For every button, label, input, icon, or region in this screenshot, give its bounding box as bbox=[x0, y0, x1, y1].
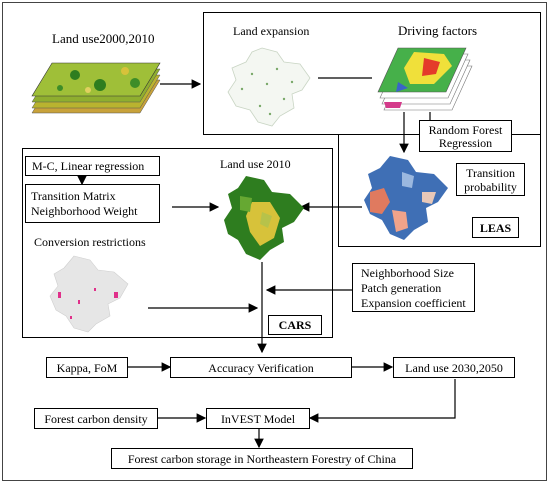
leas-tag-box: LEAS bbox=[472, 217, 519, 238]
random-forest-line-2: Regression bbox=[438, 136, 493, 150]
transition-matrix-line-1: Transition Matrix bbox=[31, 189, 116, 203]
kappa-fom-box: Kappa, FoM bbox=[46, 357, 128, 378]
driving-factors-stack-icon bbox=[377, 47, 473, 111]
accuracy-verification-label: Accuracy Verification bbox=[208, 361, 314, 375]
land-use-2000-2010-label: Land use2000,2010 bbox=[52, 31, 155, 46]
land-use-2030-2050-label: Land use 2030,2050 bbox=[405, 361, 503, 375]
invest-model-box: InVEST Model bbox=[206, 408, 310, 429]
forest-carbon-density-box: Forest carbon density bbox=[34, 408, 158, 429]
leas-tag: LEAS bbox=[479, 221, 512, 235]
transition-matrix-line-2: Neighborhood Weight bbox=[31, 204, 138, 218]
land-use-2010-label: Land use 2010 bbox=[220, 157, 291, 171]
conversion-restrictions-label: Conversion restrictions bbox=[34, 235, 146, 249]
transition-matrix-box: Transition Matrix Neighborhood Weight bbox=[25, 184, 160, 223]
forest-carbon-density-label: Forest carbon density bbox=[44, 412, 148, 426]
transition-probability-line-1: Transition bbox=[466, 166, 515, 180]
mc-linear-regression-label: M-C, Linear regression bbox=[32, 159, 145, 173]
land-use-2010-map-icon bbox=[224, 176, 304, 260]
mc-linear-regression-box: M-C, Linear regression bbox=[25, 156, 160, 176]
neighborhood-size-label: Neighborhood Size bbox=[361, 266, 454, 280]
cars-tag-box: CARS bbox=[268, 315, 322, 335]
expansion-coefficient-label: Expansion coefficient bbox=[361, 296, 466, 310]
land-expansion-label: Land expansion bbox=[233, 24, 310, 38]
invest-model-label: InVEST Model bbox=[220, 412, 296, 426]
land-expansion-map-icon bbox=[227, 47, 311, 127]
transition-probability-map-icon bbox=[364, 156, 448, 240]
transition-probability-line-2: probability bbox=[464, 180, 517, 194]
cars-tag: CARS bbox=[278, 318, 312, 332]
land-use-2030-2050-box: Land use 2030,2050 bbox=[393, 357, 515, 378]
neighborhood-parameters-box: Neighborhood Size Patch generation Expan… bbox=[352, 263, 475, 312]
kappa-fom-label: Kappa, FoM bbox=[56, 361, 118, 375]
transition-probability-box: Transition probability bbox=[456, 163, 525, 196]
accuracy-verification-box: Accuracy Verification bbox=[170, 357, 352, 378]
forest-carbon-storage-label: Forest carbon storage in Northeastern Fo… bbox=[127, 452, 397, 466]
patch-generation-label: Patch generation bbox=[361, 281, 442, 295]
driving-factors-label: Driving factors bbox=[398, 23, 478, 38]
forest-carbon-storage-box: Forest carbon storage in Northeastern Fo… bbox=[111, 448, 413, 469]
conversion-restrictions-map-icon bbox=[49, 255, 129, 333]
random-forest-regression-box: Random Forest Regression bbox=[419, 120, 512, 152]
random-forest-line-1: Random Forest bbox=[428, 123, 503, 137]
land-use-raster-stack-icon bbox=[31, 62, 161, 114]
